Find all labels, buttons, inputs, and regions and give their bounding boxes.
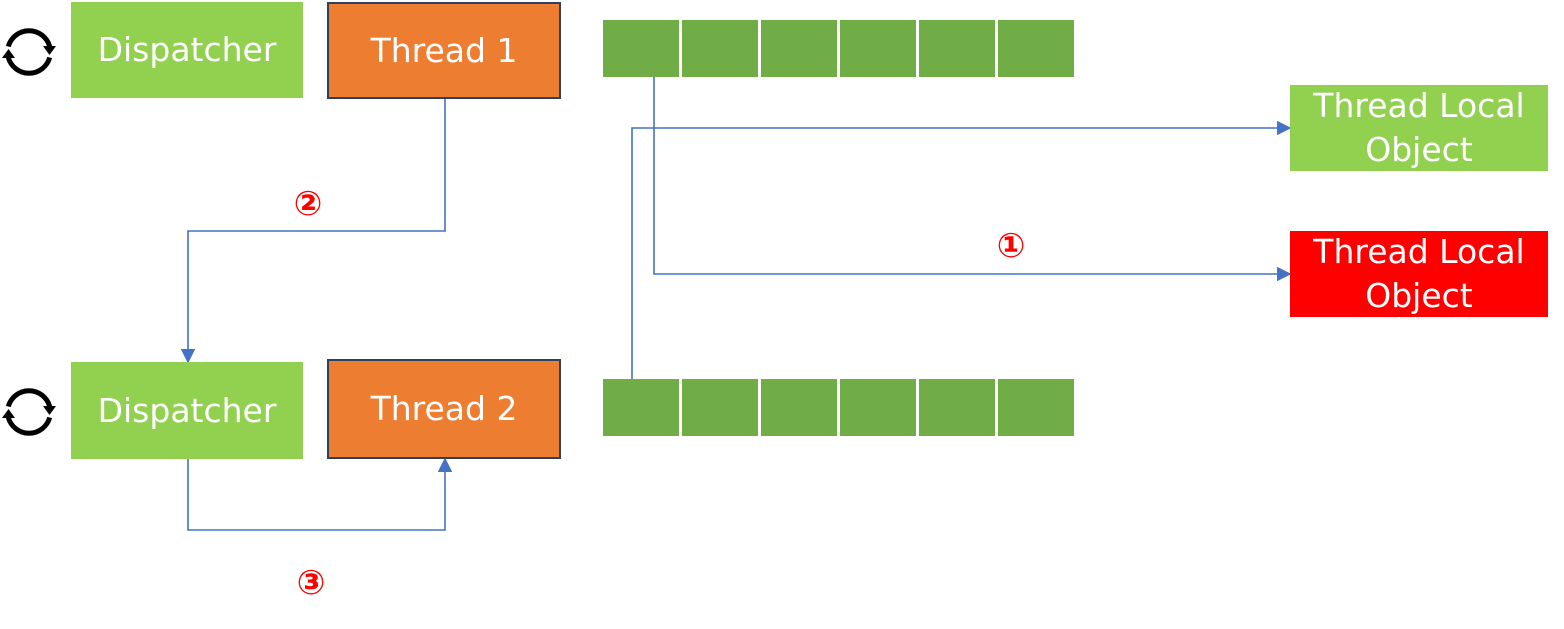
- arrow-thread1-to-dispatcher2: [180, 98, 446, 364]
- thread-local-map-top: [603, 20, 1074, 77]
- map-slot: [682, 379, 758, 436]
- thread-local-map-bottom: [603, 379, 1074, 436]
- map-slot: [761, 20, 837, 77]
- dispatcher-box-bottom: Dispatcher: [71, 362, 303, 459]
- circular-arrows-icon: [2, 388, 56, 436]
- map-slot: [603, 20, 679, 77]
- map-slot: [998, 20, 1074, 77]
- map-slot: [840, 379, 916, 436]
- thread-local-object-green: Thread Local Object: [1290, 85, 1548, 171]
- dispatcher-box-top: Dispatcher: [71, 2, 303, 98]
- map-slot: [603, 379, 679, 436]
- thread-local-object-red: Thread Local Object: [1290, 231, 1548, 317]
- arrow-top-strip-to-red-object: [653, 77, 1292, 282]
- step-2-label: ②: [293, 184, 323, 224]
- thread-1-box: Thread 1: [327, 2, 561, 99]
- circular-arrows-icon: [2, 28, 56, 76]
- step-1-label: ①: [996, 226, 1026, 266]
- thread-2-box: Thread 2: [327, 359, 561, 459]
- map-slot: [840, 20, 916, 77]
- map-slot: [919, 379, 995, 436]
- map-slot: [998, 379, 1074, 436]
- arrow-bottom-strip-to-green-object: [631, 120, 1292, 379]
- step-3-label: ③: [296, 563, 326, 603]
- map-slot: [682, 20, 758, 77]
- arrow-dispatcher2-to-thread2: [187, 457, 453, 531]
- map-slot: [761, 379, 837, 436]
- map-slot: [919, 20, 995, 77]
